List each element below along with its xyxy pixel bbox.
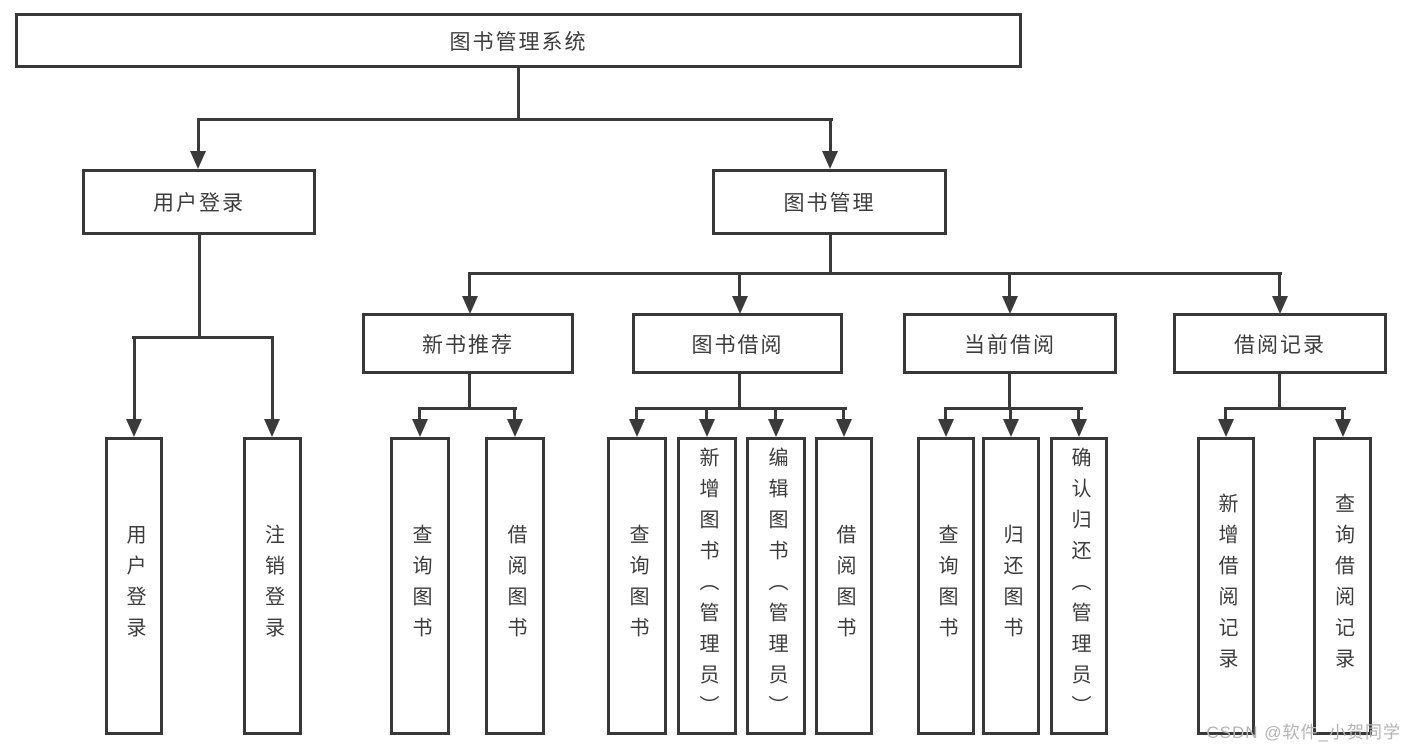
node-new-book-recommend-label: 新书推荐 [422, 333, 514, 357]
connector-line [774, 407, 777, 419]
arrow-down-icon [412, 419, 428, 437]
connector-line [1077, 407, 1080, 419]
leaf-add-borrow-record-label: 新增借阅记录 [1215, 493, 1237, 679]
arrow-down-icon [264, 419, 280, 437]
connector-line [944, 407, 947, 419]
leaf-borrow-books: 借阅图书 [815, 437, 873, 735]
leaf-return-books: 归还图书 [982, 437, 1040, 735]
leaf-edit-books-admin: 编辑图书（管理员） [746, 437, 806, 735]
connector-line [829, 234, 832, 274]
connector-line [1008, 272, 1011, 296]
connector-line [468, 374, 471, 409]
leaf-add-borrow-record: 新增借阅记录 [1197, 437, 1255, 735]
connector-line [133, 336, 136, 419]
leaf-query-books-borrow: 查询图书 [607, 437, 667, 735]
csdn-watermark: CSDN @软件_小贺同学 [1206, 723, 1401, 742]
leaf-add-books-admin: 新增图书（管理员） [677, 437, 737, 735]
arrow-down-icon [732, 296, 748, 314]
node-current-borrow: 当前借阅 [903, 313, 1117, 374]
node-borrow-records-label: 借阅记录 [1234, 333, 1326, 357]
leaf-logout-label: 注销登录 [261, 524, 284, 648]
arrow-down-icon [462, 296, 478, 314]
arrow-down-icon [1071, 419, 1087, 437]
connector-line [1341, 407, 1344, 419]
leaf-query-borrow-record: 查询借阅记录 [1313, 437, 1372, 735]
connector-line [829, 118, 832, 151]
connector-line [944, 407, 1083, 410]
leaf-borrow-books-label: 借阅图书 [833, 524, 855, 648]
leaf-confirm-return-admin: 确认归还（管理员） [1050, 437, 1108, 735]
arrow-down-icon [699, 419, 715, 437]
node-current-borrow-label: 当前借阅 [964, 333, 1056, 357]
leaf-return-books-label: 归还图书 [1000, 524, 1022, 648]
leaf-user-login-label: 用户登录 [123, 524, 145, 648]
arrow-down-icon [836, 419, 852, 437]
arrow-down-icon [507, 419, 523, 437]
connector-line [635, 407, 638, 419]
arrow-down-icon [126, 419, 142, 437]
connector-line [418, 407, 421, 419]
node-new-book-recommend: 新书推荐 [362, 313, 574, 374]
leaf-query-books-current-label: 查询图书 [935, 524, 957, 648]
arrow-down-icon [822, 151, 838, 169]
node-book-management: 图书管理 [712, 169, 947, 235]
arrow-down-icon [1335, 419, 1351, 437]
leaf-borrow-books-recommend-label: 借阅图书 [504, 524, 526, 648]
leaf-query-books-recommend: 查询图书 [390, 437, 450, 735]
connector-line [1008, 374, 1011, 409]
connector-line [635, 407, 847, 410]
leaf-add-books-admin-label: 新增图书（管理员） [696, 446, 718, 726]
arrow-down-icon [768, 419, 784, 437]
leaf-query-borrow-record-label: 查询借阅记录 [1331, 493, 1354, 679]
arrow-down-icon [1002, 296, 1018, 314]
node-library-system: 图书管理系统 [15, 13, 1022, 68]
connector-line [1009, 407, 1012, 419]
connector-line [513, 407, 516, 419]
connector-line [271, 336, 274, 419]
arrow-down-icon [938, 419, 954, 437]
node-book-management-label: 图书管理 [783, 192, 876, 215]
arrow-down-icon [1272, 296, 1288, 314]
connector-line [738, 374, 741, 409]
leaf-query-books-recommend-label: 查询图书 [409, 524, 431, 648]
leaf-confirm-return-admin-label: 确认归还（管理员） [1068, 446, 1090, 726]
leaf-query-books-current: 查询图书 [917, 437, 975, 735]
connector-line [468, 272, 1282, 275]
connector-line [132, 336, 274, 339]
connector-line [517, 68, 520, 119]
node-user-login-label: 用户登录 [153, 192, 245, 215]
leaf-edit-books-admin-label: 编辑图书（管理员） [765, 446, 787, 726]
connector-line [197, 118, 833, 121]
connector-line [197, 118, 200, 151]
connector-line [468, 272, 471, 296]
connector-line [1224, 407, 1227, 419]
connector-line [705, 407, 708, 419]
leaf-logout: 注销登录 [243, 437, 302, 735]
arrow-down-icon [190, 151, 206, 169]
leaf-query-books-borrow-label: 查询图书 [626, 524, 648, 648]
node-borrow-records: 借阅记录 [1173, 313, 1387, 374]
connector-line [1224, 407, 1346, 410]
connector-line [198, 235, 201, 337]
arrow-down-icon [1218, 419, 1234, 437]
leaf-user-login: 用户登录 [105, 437, 163, 735]
node-user-login: 用户登录 [82, 169, 316, 235]
node-book-borrow: 图书借阅 [632, 313, 843, 374]
connector-line [1278, 374, 1281, 409]
leaf-borrow-books-recommend: 借阅图书 [485, 437, 545, 735]
connector-line [842, 407, 845, 419]
arrow-down-icon [1003, 419, 1019, 437]
node-book-borrow-label: 图书借阅 [691, 333, 784, 357]
connector-line [418, 407, 517, 410]
arrow-down-icon [629, 419, 645, 437]
connector-line [1278, 272, 1281, 296]
node-library-system-label: 图书管理系统 [449, 30, 588, 54]
connector-line [738, 272, 741, 296]
